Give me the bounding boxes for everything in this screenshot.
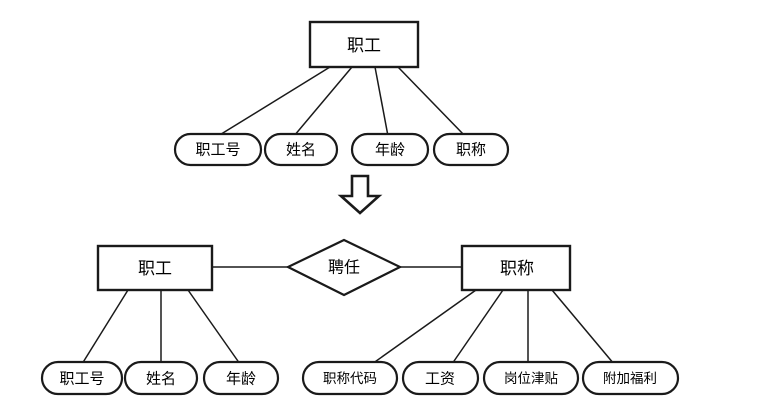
lower-left-attribute-group: 职工号 姓名 年龄 bbox=[40, 360, 280, 396]
lower-right-attribute-node-2: 工资 bbox=[401, 360, 480, 396]
lower-right-attribute-ellipse-2 bbox=[401, 360, 480, 396]
lower-left-attribute-node-3: 年龄 bbox=[202, 360, 280, 396]
lower-left-entity-box bbox=[96, 244, 214, 292]
lower-left-attribute-node-2: 姓名 bbox=[123, 360, 199, 396]
lower-right-attribute-ellipse-1 bbox=[301, 360, 399, 396]
lower-right-attribute-node-4: 附加福利 bbox=[581, 360, 680, 396]
upper-entity-label: 职工 bbox=[347, 36, 381, 56]
lower-right-attribute-ellipse-3 bbox=[482, 360, 580, 396]
lower-right-entity-label: 职称 bbox=[500, 259, 534, 279]
upper-attribute-node-4: 职称 bbox=[432, 132, 510, 167]
lower-left-attribute-node-1: 职工号 bbox=[40, 360, 124, 396]
lower-left-connector-1 bbox=[81, 289, 129, 365]
lower-left-attribute-label-2: 姓名 bbox=[146, 370, 176, 388]
lower-right-attribute-label-3: 岗位津贴 bbox=[504, 371, 558, 387]
lower-left-attribute-ellipse-3 bbox=[202, 360, 280, 396]
upper-connector-2 bbox=[293, 66, 353, 137]
lower-left-entity-node: 职工 bbox=[96, 244, 214, 292]
lower-right-attribute-node-3: 岗位津贴 bbox=[482, 360, 580, 396]
upper-connector-4 bbox=[397, 66, 466, 137]
upper-attribute-ellipse-1 bbox=[173, 132, 263, 167]
upper-attribute-group: 职工号 姓名 年龄 职称 bbox=[173, 132, 510, 167]
upper-attribute-label-2: 姓名 bbox=[286, 141, 316, 159]
upper-attribute-node-2: 姓名 bbox=[263, 132, 339, 167]
upper-attribute-node-3: 年龄 bbox=[350, 132, 430, 167]
lower-right-attribute-label-4: 附加福利 bbox=[603, 371, 657, 387]
lower-right-connector-4 bbox=[551, 289, 615, 365]
lower-right-attribute-group: 职称代码 工资 岗位津贴 附加福利 bbox=[301, 360, 680, 396]
lower-right-entity-box bbox=[460, 244, 572, 292]
lower-left-entity-label: 职工 bbox=[138, 259, 172, 279]
lower-left-connector-group bbox=[81, 289, 241, 365]
upper-connector-1 bbox=[217, 66, 331, 137]
relationship-label: 聘任 bbox=[328, 258, 360, 277]
lower-left-attribute-label-3: 年龄 bbox=[226, 370, 256, 388]
upper-attribute-label-3: 年龄 bbox=[375, 141, 405, 159]
lower-left-attribute-label-1: 职工号 bbox=[59, 370, 104, 388]
lower-right-connector-2 bbox=[451, 289, 504, 365]
upper-attribute-ellipse-2 bbox=[263, 132, 339, 167]
upper-attribute-node-1: 职工号 bbox=[173, 132, 263, 167]
lower-right-connector-1 bbox=[371, 289, 477, 365]
transform-down-arrow-icon bbox=[337, 174, 383, 215]
lower-left-attribute-ellipse-1 bbox=[40, 360, 124, 396]
lower-right-entity-node: 职称 bbox=[460, 244, 572, 292]
lower-left-attribute-ellipse-2 bbox=[123, 360, 199, 396]
lower-right-attribute-label-2: 工资 bbox=[425, 370, 455, 388]
lower-right-attribute-node-1: 职称代码 bbox=[301, 360, 399, 396]
lower-right-attribute-ellipse-4 bbox=[581, 360, 680, 396]
lower-right-connector-group bbox=[371, 289, 615, 365]
upper-attribute-label-1: 职工号 bbox=[195, 141, 240, 159]
relationship-diamond-shape bbox=[285, 238, 403, 297]
upper-attribute-label-4: 职称 bbox=[456, 141, 486, 159]
upper-entity-box bbox=[308, 20, 420, 69]
relationship-node: 聘任 bbox=[285, 238, 403, 297]
upper-connector-group bbox=[217, 66, 466, 137]
upper-attribute-ellipse-4 bbox=[432, 132, 510, 167]
upper-connector-3 bbox=[374, 66, 389, 137]
lower-right-attribute-label-1: 职称代码 bbox=[323, 371, 377, 387]
lower-left-connector-3 bbox=[187, 289, 241, 365]
upper-entity-node: 职工 bbox=[308, 20, 420, 69]
upper-attribute-ellipse-3 bbox=[350, 132, 430, 167]
